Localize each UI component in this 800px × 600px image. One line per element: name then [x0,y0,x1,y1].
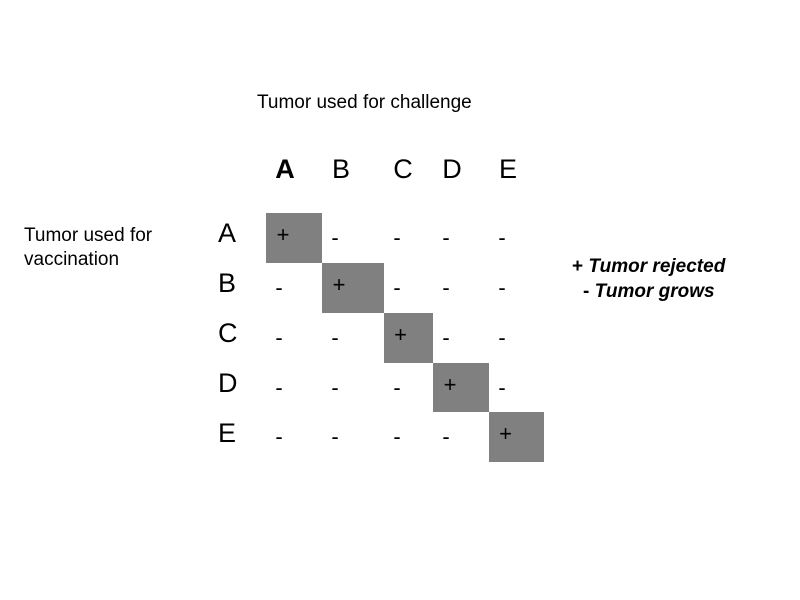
cell-d-a: - [275,375,283,400]
cell-e-d: - [442,424,450,449]
row-header-a: A [218,218,237,248]
cell-b-e: - [498,275,506,300]
cell-c-a: - [275,325,283,350]
row-header-e: E [218,418,237,448]
cell-b-d: - [442,275,450,300]
cell-a-b: - [331,225,339,250]
legend-symbol-minus: - [583,281,590,302]
cell-c-d: - [442,325,450,350]
row-header-d: D [218,368,238,398]
cell-e-e: + [489,412,544,462]
cell-e-c: - [393,424,401,449]
row-header-c: C [218,318,238,348]
cell-a-c: - [393,225,401,250]
legend-text-rejected: Tumor rejected [588,256,726,277]
column-header-c: C [393,154,413,184]
cell-e-a: - [275,424,283,449]
legend-symbol-plus: + [572,256,584,277]
cell-e-b: - [331,424,339,449]
cell-d-d: + [433,363,489,412]
cell-b-a: - [275,275,283,300]
cell-a-d: - [442,225,450,250]
legend-item-rejected: + Tumor rejected [540,254,780,279]
cell-c-e: - [498,325,506,350]
column-header-d: D [442,154,462,184]
cell-c-b: - [331,325,339,350]
legend-text-grows: Tumor grows [594,281,715,302]
row-axis-title: Tumor used for vaccination [24,224,152,272]
cell-c-c: + [384,313,433,363]
column-axis-title: Tumor used for challenge [257,92,472,113]
column-header-a: A [275,154,295,184]
row-axis-title-line2: vaccination [24,249,120,270]
cell-a-a: + [266,213,322,263]
row-header-b: B [218,268,237,298]
legend-item-grows: - Tumor grows [540,279,780,304]
cell-b-b: + [322,263,384,313]
cell-b-c: - [393,275,401,300]
cell-a-e: - [498,225,506,250]
column-header-e: E [498,154,517,184]
legend: + Tumor rejected - Tumor grows [540,254,780,304]
cell-d-e: - [498,375,506,400]
cell-d-b: - [331,375,339,400]
column-header-b: B [331,154,350,184]
cell-d-c: - [393,375,401,400]
row-axis-title-line1: Tumor used for [24,225,153,246]
